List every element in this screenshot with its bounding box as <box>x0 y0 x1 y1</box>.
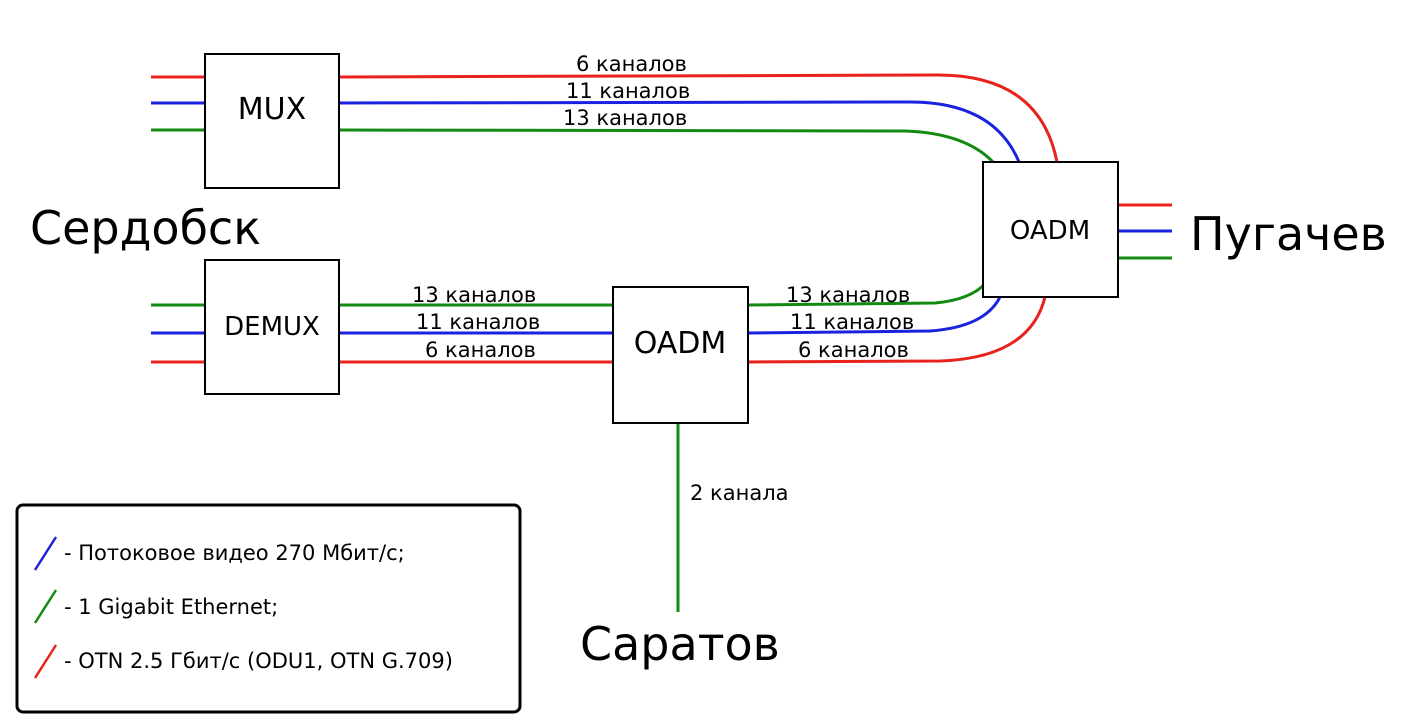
oadm-saratov-label: OADM <box>634 326 727 361</box>
legend-mark-blue <box>33 536 58 571</box>
legend-mark-green <box>33 589 58 624</box>
demux-box <box>204 259 340 395</box>
mux-box <box>204 53 340 189</box>
right-bottom-red-wire <box>747 296 1047 364</box>
top-green-label: 13 каналов <box>563 106 687 130</box>
demux-node: DEMUX <box>204 259 340 395</box>
left-bottom-red-label: 6 каналов <box>425 338 536 362</box>
legend-item-otn: - OTN 2.5 Гбит/с (ODU1, OTN G.709) <box>64 649 453 673</box>
oadm-pugachev-label: OADM <box>1010 216 1090 246</box>
oadm-pugachev-box <box>982 161 1119 298</box>
oadm-pugachev-node: OADM <box>982 161 1119 298</box>
saratov-drop-label: 2 канала <box>690 481 788 505</box>
top-blue-label: 11 каналов <box>566 79 690 103</box>
oadm-saratov-node: OADM <box>612 286 749 424</box>
mux-node: MUX <box>204 53 340 189</box>
top-blue-wire <box>338 100 1021 163</box>
pugachev-outputs <box>1118 203 1172 260</box>
right-bottom-blue-label: 11 каналов <box>790 310 914 334</box>
legend-item-ethernet: - 1 Gigabit Ethernet; <box>64 595 278 619</box>
right-bottom-red-label: 6 каналов <box>798 338 909 362</box>
top-red-label: 6 каналов <box>576 52 687 76</box>
top-route <box>151 73 1059 164</box>
mux-label: MUX <box>238 92 306 127</box>
city-saratov: Саратов <box>580 617 780 671</box>
legend-box <box>15 503 522 714</box>
left-bottom-green-label: 13 каналов <box>412 283 536 307</box>
right-bottom-green-label: 13 каналов <box>786 283 910 307</box>
oadm-saratov-box <box>612 286 749 424</box>
top-green-wire <box>338 128 995 164</box>
city-serdobsk: Сердобск <box>30 201 261 255</box>
city-pugachev: Пугачев <box>1190 207 1387 261</box>
left-bottom-blue-label: 11 каналов <box>416 310 540 334</box>
right-bottom-blue-wire <box>747 296 1002 335</box>
demux-label: DEMUX <box>224 312 320 342</box>
top-red-wire <box>338 73 1059 163</box>
legend: - Потоковое видео 270 Мбит/с; - 1 Gigabi… <box>15 503 522 714</box>
legend-item-video: - Потоковое видео 270 Мбит/с; <box>64 541 405 565</box>
legend-mark-red <box>33 644 58 679</box>
